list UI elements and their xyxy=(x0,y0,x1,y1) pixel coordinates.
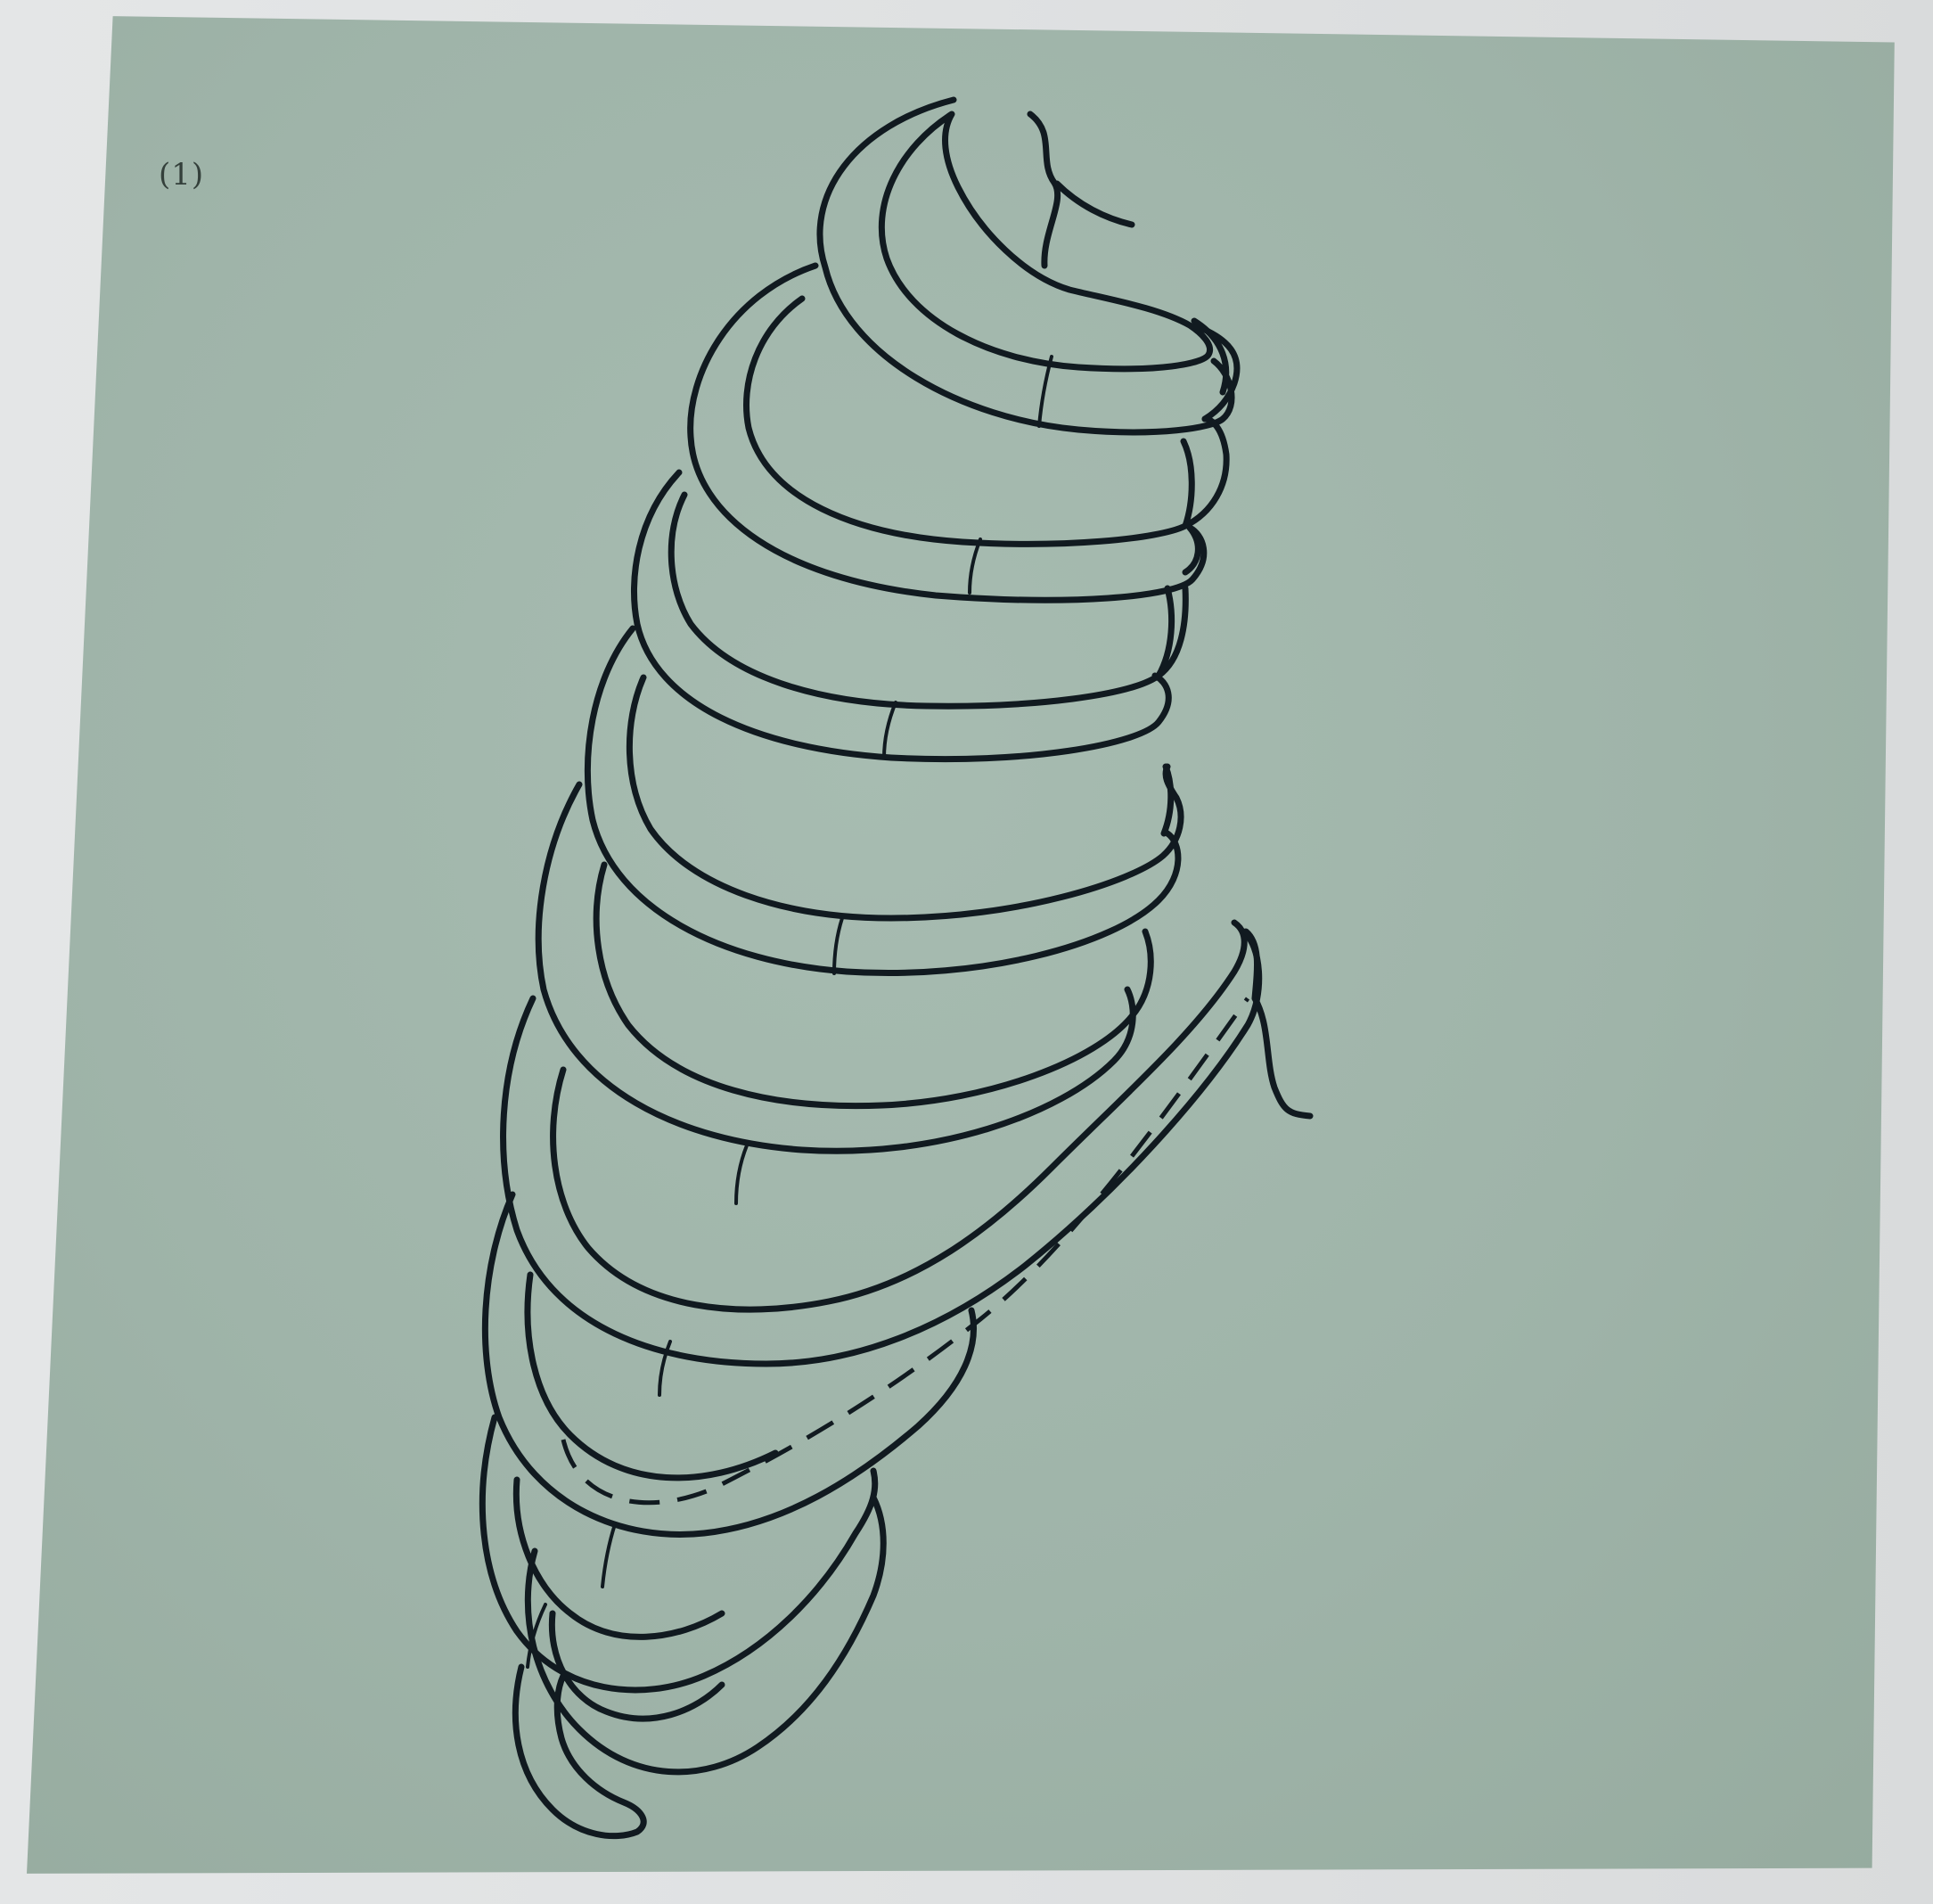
coil-ring-4 xyxy=(587,628,1178,973)
coil-ring-5-seam xyxy=(736,1145,747,1203)
coil-ring-7-seam xyxy=(602,1524,615,1587)
coil-ring-3 xyxy=(634,472,1168,759)
coil-ring-4-seam xyxy=(834,918,842,973)
coil-ring-3-seam xyxy=(884,702,896,758)
coil-ring-2-edge xyxy=(1185,528,1198,572)
coil-ring-2-inner xyxy=(747,299,1227,544)
coil-band-right-2 xyxy=(1184,441,1192,526)
right-thread xyxy=(1255,998,1310,1116)
coil-ring-1-seam xyxy=(1039,357,1052,426)
right-thread-base xyxy=(1246,931,1257,998)
coil-ring-8 xyxy=(482,1417,874,1690)
top-thread-branch xyxy=(1057,184,1132,225)
coil-ring-9 xyxy=(528,1498,883,1772)
top-thread xyxy=(1030,114,1058,266)
coil-ring-2-seam xyxy=(970,539,980,593)
coil-ring-5-inner xyxy=(596,865,1151,1106)
coil-ring-8-inner xyxy=(516,1480,722,1637)
